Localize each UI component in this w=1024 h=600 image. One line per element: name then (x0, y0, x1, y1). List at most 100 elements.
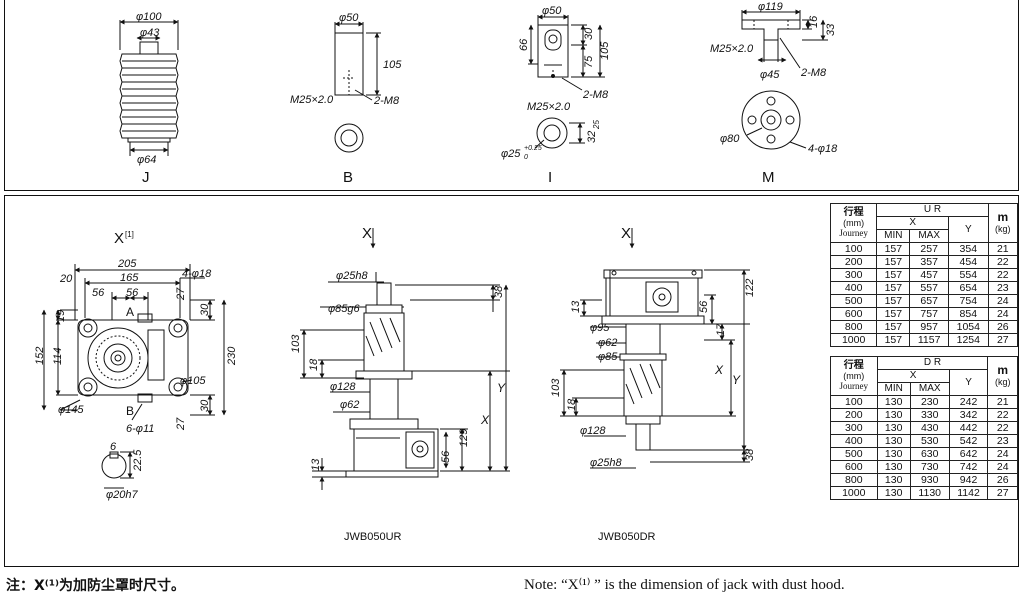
dim-top-27a: 27 (175, 287, 187, 301)
dim-ur-56: 56 (440, 450, 452, 463)
dr-mass-head: m (kg) (987, 356, 1018, 396)
cell: 130 (876, 421, 911, 435)
cell: 500 (830, 447, 878, 461)
cell: 654 (947, 281, 989, 295)
dim-top-4d18: 4-φ18 (182, 268, 212, 280)
top-view (41, 264, 227, 488)
cell: 230 (909, 395, 950, 409)
dim-b-105: 105 (383, 59, 402, 71)
dim-i-tol-upper: +0.25 (524, 145, 542, 152)
cell: 1142 (948, 486, 989, 500)
cell: 257 (909, 242, 949, 256)
dim-top-d145: φ145 (58, 404, 84, 416)
dr-max-head: MAX (909, 382, 950, 396)
dim-i-30: 30 (583, 27, 595, 40)
cell: 157 (876, 255, 911, 269)
cell: 300 (830, 421, 878, 435)
dim-m-4d18: 4-φ18 (808, 143, 838, 155)
view-m (742, 9, 828, 149)
cell: 100 (829, 242, 878, 256)
dim-i-75: 75 (583, 55, 595, 68)
note-english: Note: “X⁽¹⁾ ” is the dimension of jack w… (524, 577, 845, 593)
cell: 26 (987, 473, 1018, 487)
cell: 942 (948, 473, 989, 487)
cell: 157 (876, 242, 911, 256)
cell: 854 (947, 307, 989, 321)
dim-shaft-d20h7: φ20h7 (106, 489, 139, 501)
dr-view (560, 228, 750, 468)
cell: 21 (987, 242, 1019, 256)
cell: 1000 (829, 333, 878, 347)
dim-top-230: 230 (226, 346, 238, 366)
dim-top-30b: 30 (199, 399, 211, 412)
dim-dr-13: 13 (570, 300, 582, 313)
dim-i-tol-lower: 0 (524, 154, 528, 161)
dim-ur-18: 18 (308, 358, 320, 371)
cell: 600 (830, 460, 878, 474)
dim-m-d80: φ80 (720, 133, 740, 145)
view-label-m: M (762, 169, 775, 186)
dim-ur-13: 13 (310, 458, 322, 471)
dr-x-head: X (876, 369, 950, 383)
cell: 24 (987, 447, 1018, 461)
ur-stroke-head: 行程 (mm) Journey (829, 203, 878, 243)
cell: 22 (987, 268, 1019, 282)
cell: 157 (876, 333, 911, 347)
dim-top-d105: φ105 (180, 375, 206, 387)
dim-top-152: 152 (34, 347, 46, 365)
dim-b-2m8: 2-M8 (373, 95, 400, 107)
cell: 157 (876, 320, 911, 334)
view-label-j: J (142, 169, 150, 186)
cell: 26 (987, 320, 1019, 334)
dim-shaft-225: 22.5 (132, 449, 144, 472)
cell: 657 (909, 294, 949, 308)
cell: 500 (829, 294, 878, 308)
cell: 330 (909, 408, 950, 422)
ur-mass-head: m (kg) (987, 203, 1019, 243)
dim-top-30a: 30 (199, 303, 211, 316)
cell: 342 (948, 408, 989, 422)
cell: 757 (909, 307, 949, 321)
dr-mass-m: m (997, 363, 1009, 377)
label-a: A (126, 305, 134, 319)
ur-model-label: JWB050UR (344, 531, 402, 543)
cell: 157 (876, 294, 911, 308)
note-chinese: 注：X⁽¹⁾为加防尘罩时尺寸。 (6, 578, 185, 594)
view-i (528, 14, 605, 148)
cell: 754 (947, 294, 989, 308)
ur-max-head: MAX (909, 229, 949, 243)
cell: 642 (948, 447, 989, 461)
dim-dr-122: 122 (744, 279, 756, 297)
ur-min-head: MIN (876, 229, 911, 243)
dim-i-2m8: 2-M8 (582, 89, 609, 101)
dim-top-205: 205 (117, 258, 137, 270)
dim-i-thread: M25×2.0 (527, 101, 571, 113)
cell: 357 (909, 255, 949, 269)
dr-min-head: MIN (876, 382, 911, 396)
dim-m-33: 33 (825, 23, 837, 36)
ur-stroke-unit: (mm) (843, 218, 865, 228)
cell: 130 (876, 408, 911, 422)
dim-dr-17: 17 (715, 323, 727, 336)
dim-dr-d62: φ62 (598, 337, 617, 349)
dim-m-d45: φ45 (760, 69, 780, 81)
upper-frame (4, 0, 1019, 191)
dim-i-66: 66 (518, 38, 530, 51)
cell: 130 (876, 486, 911, 500)
dim-m-2m8: 2-M8 (800, 67, 827, 79)
cell: 23 (987, 281, 1019, 295)
ur-mass-m: m (997, 210, 1009, 224)
cell: 1254 (947, 333, 989, 347)
cell: 22 (987, 421, 1018, 435)
dim-top-6d11: 6-φ11 (126, 423, 154, 435)
view-label-b: B (343, 169, 353, 186)
cell: 800 (830, 473, 878, 487)
dim-top-20: 20 (59, 273, 73, 285)
cell: 1130 (909, 486, 950, 500)
top-view-title-sup: [1] (125, 230, 134, 239)
